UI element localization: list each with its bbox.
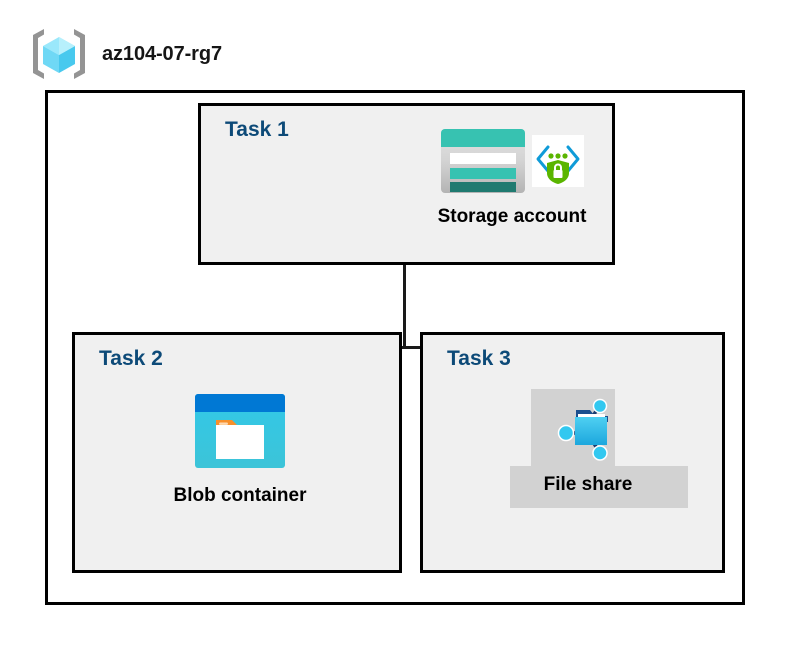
- node-storage-account[interactable]: Storage account: [397, 128, 627, 228]
- file-share-label-highlight: [510, 466, 688, 508]
- node-blob-container[interactable]: Blob container: [135, 393, 345, 507]
- node-file-share[interactable]: File share: [503, 392, 673, 496]
- task-2-box[interactable]: Task 2 Blob container: [72, 332, 402, 573]
- task-1-label: Task 1: [225, 118, 289, 141]
- file-share-caption: File share: [543, 474, 633, 495]
- resource-group-header: az104-07-rg7: [30, 26, 222, 82]
- task-1-box[interactable]: Task 1: [198, 103, 615, 265]
- secure-private-endpoint-icon: [532, 135, 584, 187]
- task-3-label: Task 3: [447, 347, 511, 370]
- storage-account-icon: [441, 129, 525, 193]
- task-2-label: Task 2: [99, 347, 163, 370]
- resource-group-name: az104-07-rg7: [102, 42, 222, 65]
- resource-group-icon: [33, 29, 85, 79]
- connector-horizontal-bus: [235, 346, 576, 349]
- connector-storage-trunk: [403, 228, 406, 349]
- storage-account-icon-row: [440, 128, 584, 194]
- storage-account-caption: Storage account: [437, 206, 587, 227]
- blob-container-icon: [195, 394, 285, 468]
- blob-container-caption: Blob container: [173, 485, 307, 506]
- file-share-icon: [557, 398, 608, 461]
